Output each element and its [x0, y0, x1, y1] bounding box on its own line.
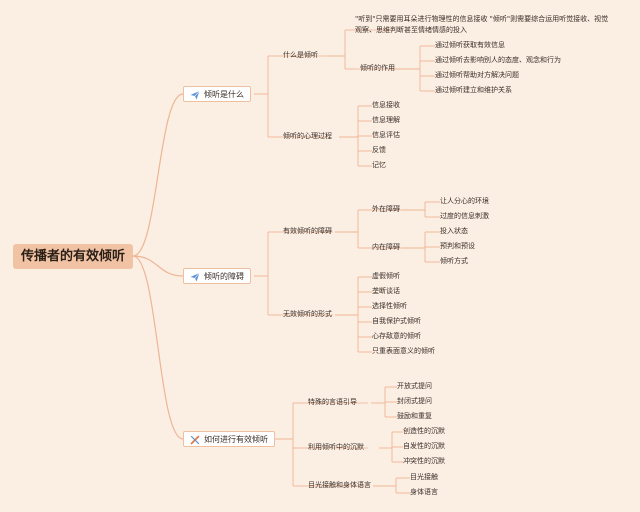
leaf-closed-question[interactable]: 封闭式提问	[397, 397, 432, 405]
leaf-open-question[interactable]: 开放式提问	[397, 382, 432, 390]
paper-plane-icon	[190, 90, 200, 100]
leaf-self-protective[interactable]: 自我保护式倾听	[372, 317, 421, 325]
leaf-prejudgment[interactable]: 预判和预设	[440, 242, 475, 250]
topic-internal-barriers[interactable]: 内在障碍	[372, 243, 400, 251]
topic-listening-functions[interactable]: 倾听的作用	[360, 64, 395, 72]
leaf-get-info[interactable]: 通过倾听获取有效信息	[435, 41, 505, 49]
connector	[132, 255, 184, 440]
branch-label: 如何进行有效倾听	[204, 435, 268, 444]
leaf-creative-silence[interactable]: 创造性的沉默	[403, 427, 445, 435]
branch-listening-barriers[interactable]: 倾听的障碍	[183, 268, 251, 284]
leaf-selective[interactable]: 选择性倾听	[372, 302, 407, 310]
topic-eye-body[interactable]: 目光接触和身体语言	[308, 481, 371, 489]
topic-what-is-listening[interactable]: 什么是倾听	[283, 51, 318, 59]
leaf-fake-listening[interactable]: 虚假倾听	[372, 272, 400, 280]
connector	[132, 93, 184, 257]
leaf-receive[interactable]: 信息接收	[372, 101, 400, 109]
leaf-feedback[interactable]: 反馈	[372, 146, 386, 154]
leaf-surface-only[interactable]: 只重表面意义的倾听	[372, 347, 435, 355]
topic-psych-process[interactable]: 倾听的心理过程	[283, 132, 332, 140]
branch-label: 倾听是什么	[204, 90, 244, 99]
tools-icon	[190, 435, 200, 445]
branch-what-is-listening[interactable]: 倾听是什么	[183, 86, 251, 102]
leaf-evaluate[interactable]: 信息评估	[372, 131, 400, 139]
leaf-conflict-silence[interactable]: 冲突性的沉默	[403, 457, 445, 465]
root-topic[interactable]: 传播者的有效倾听	[13, 244, 133, 269]
topic-use-silence[interactable]: 利用倾听中的沉默	[308, 443, 364, 451]
topic-effective-barriers[interactable]: 有效倾听的障碍	[283, 227, 332, 235]
leaf-solve-problems[interactable]: 通过倾听帮助对方解决问题	[435, 71, 519, 79]
leaf-build-relations[interactable]: 通过倾听建立和维护关系	[435, 86, 512, 94]
leaf-hostile[interactable]: 心存敌意的倾听	[372, 332, 421, 340]
leaf-spontaneous-silence[interactable]: 自发性的沉默	[403, 442, 445, 450]
leaf-engagement[interactable]: 投入状态	[440, 227, 468, 235]
leaf-body-language[interactable]: 身体语言	[410, 488, 438, 496]
topic-ineffective-forms[interactable]: 无效倾听的形式	[283, 310, 332, 318]
branch-how-to-listen[interactable]: 如何进行有效倾听	[183, 431, 275, 447]
leaf-memory[interactable]: 记忆	[372, 161, 386, 169]
leaf-influence[interactable]: 通过倾听去影响别人的态度、观念和行为	[435, 56, 561, 64]
leaf-info-overload[interactable]: 过度的信息刺激	[440, 212, 489, 220]
topic-verbal-guidance[interactable]: 特殊的言语引导	[308, 398, 357, 406]
leaf-eye-contact[interactable]: 目光接触	[410, 473, 438, 481]
paper-plane-icon	[190, 272, 200, 282]
leaf-distracting-env[interactable]: 让人分心的环境	[440, 197, 489, 205]
connector	[132, 255, 184, 277]
topic-external-barriers[interactable]: 外在障碍	[372, 205, 400, 213]
leaf-encourage-repeat[interactable]: 鼓励和重复	[397, 412, 432, 420]
leaf-understand[interactable]: 信息理解	[372, 116, 400, 124]
topic-hearing-vs-listening[interactable]: "听到"只需要用耳朵进行物理性的信息接收 "倾听"则需要综合运用听觉接收、视觉观…	[355, 15, 609, 34]
leaf-listening-style[interactable]: 倾听方式	[440, 257, 468, 265]
branch-label: 倾听的障碍	[204, 272, 244, 281]
leaf-monopolize[interactable]: 垄断谈话	[372, 287, 400, 295]
